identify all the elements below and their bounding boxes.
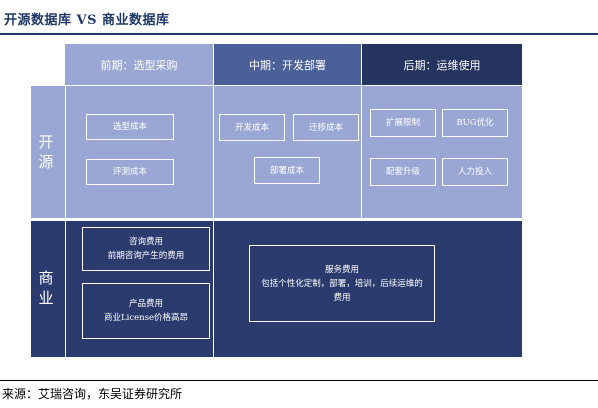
supporting-upgrade-box: 配套升级	[370, 158, 436, 186]
row-label-open-source: 开 源	[38, 133, 54, 171]
open-source-row	[31, 86, 522, 218]
manpower-input-box: 人力投入	[442, 158, 508, 186]
deployment-cost-box: 部署成本	[254, 157, 320, 184]
column-header-middle: 中期：开发部署	[214, 44, 361, 85]
commercial-row	[31, 221, 522, 357]
row-label-divider	[65, 221, 66, 357]
column-divider	[361, 86, 362, 218]
bug-optimization-box: BUG优化	[442, 109, 508, 137]
source-divider	[0, 380, 598, 381]
source-note: 来源：艾瑞咨询，东吴证券研究所	[2, 387, 183, 401]
development-cost-box: 开发成本	[219, 114, 285, 141]
consulting-fee-box: 咨询费用 前期咨询产生的费用	[82, 227, 210, 271]
row-label-commercial: 商 业	[38, 269, 54, 307]
title-divider	[0, 33, 598, 35]
service-fee-box: 服务费用 包括个性化定制，部署，培训，后续运维的费用	[249, 245, 435, 322]
page-title: 开源数据库 VS 商业数据库	[4, 13, 170, 28]
column-divider	[213, 221, 214, 357]
column-divider	[213, 86, 214, 218]
migration-cost-box: 迁移成本	[293, 114, 359, 141]
evaluation-cost-box: 评测成本	[86, 159, 174, 185]
product-fee-box: 产品费用 商业License价格高昂	[82, 283, 210, 339]
selection-cost-box: 选型成本	[86, 114, 174, 140]
scaling-limit-box: 扩展限制	[370, 109, 436, 137]
column-header-early: 前期：选型采购	[65, 44, 213, 85]
row-label-divider	[65, 86, 66, 218]
column-header-late: 后期：运维使用	[362, 44, 522, 85]
